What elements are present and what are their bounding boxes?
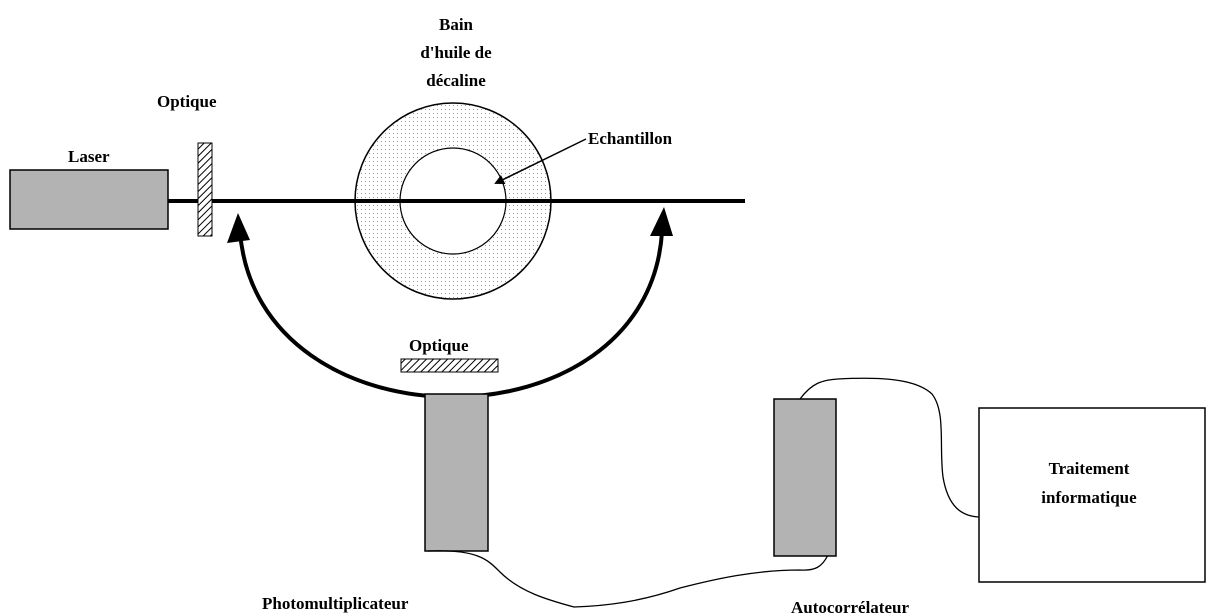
computer-processing-label-line1: Traitement	[1049, 459, 1130, 478]
laser-label: Laser	[68, 147, 110, 166]
optique-bottom-label: Optique	[409, 336, 469, 355]
goniometer-arrowhead-left	[227, 213, 250, 243]
computer-processing-box	[978, 407, 1206, 583]
bath-label-line2: d'huile de	[420, 43, 492, 62]
cable-photomultiplier-autocorrelator	[427, 550, 829, 608]
optique-top-label: Optique	[157, 92, 217, 111]
autocorrelator-box	[773, 398, 837, 557]
computer-processing-label-line2: informatique	[1041, 488, 1137, 507]
optique-bottom-element	[400, 358, 499, 373]
bath-label-line1: Bain	[439, 15, 474, 34]
goniometer-arrowhead-right	[650, 207, 673, 236]
bath-label-line3: décaline	[426, 71, 486, 90]
laser-box	[9, 169, 169, 230]
sample-label: Echantillon	[588, 129, 673, 148]
photomultiplier-box	[424, 393, 489, 552]
photomultiplier-label: Photomultiplicateur	[262, 594, 409, 613]
cable-autocorrelator-computer	[799, 377, 982, 518]
sample-pointer-arrow	[494, 138, 587, 184]
autocorrelator-label: Autocorrélateur	[791, 598, 909, 616]
optique-top-element	[197, 142, 213, 237]
